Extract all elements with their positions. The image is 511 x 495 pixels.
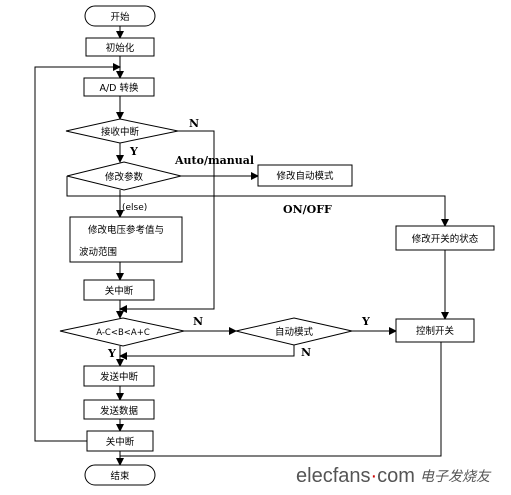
modify-switch-state-shape [395, 225, 495, 251]
close-interrupt-2-shape [86, 430, 154, 452]
send-data-label: 发送数据 [100, 405, 139, 417]
control-switch-label: 控制开关 [416, 325, 455, 337]
label-n-auto: N [301, 346, 311, 359]
label-y-auto: Y [361, 315, 370, 328]
watermark-logo: elecfans·com 电子发烧友 [296, 465, 492, 487]
edge-loop-back [34, 63, 121, 442]
init-label: 初始化 [106, 42, 135, 54]
node-send-data: 发送数据 [83, 399, 155, 420]
auto-mode-shape [235, 317, 353, 346]
label-y-recv: Y [129, 145, 138, 158]
compare-shape [59, 317, 185, 347]
modify-params-shape [66, 161, 182, 191]
label-auto-manual: Auto/manual [174, 154, 254, 167]
modify-auto-mode-shape [257, 164, 353, 187]
send-data-shape [83, 399, 155, 420]
recv-interrupt-shape [65, 118, 179, 144]
node-modify-switch-state: 修改开关的状态 [395, 225, 495, 251]
node-close-interrupt-1: 关中断 [83, 279, 155, 301]
modify-params-label: 修改参数 [105, 171, 144, 183]
label-n-recv: N [189, 117, 199, 130]
send-interrupt-shape [83, 365, 155, 387]
modify-voltage-shape [69, 216, 183, 263]
auto-mode-label: 自动模式 [275, 326, 314, 338]
node-compare: A-C<B<A+C [59, 317, 185, 347]
node-start: 开始 [84, 5, 156, 27]
node-control-switch: 控制开关 [395, 318, 475, 343]
label-on-off: ON/OFF [283, 203, 332, 216]
node-auto-mode: 自动模式 [235, 317, 353, 346]
edge-auto-no [119, 345, 295, 360]
node-init: 初始化 [85, 37, 155, 57]
modify-voltage-label-2: 波动范围 [79, 246, 117, 258]
end-shape [84, 464, 156, 486]
label-y-compare: Y [107, 347, 116, 360]
node-modify-params: 修改参数 [66, 161, 182, 191]
edge-control-end [120, 342, 442, 457]
connectors [34, 26, 449, 466]
modify-voltage-label-1: 修改电压参考值与 [88, 224, 164, 236]
adc-shape [83, 77, 155, 97]
node-send-interrupt: 发送中断 [83, 365, 155, 387]
watermark-text: elecfans·com [296, 465, 415, 487]
label-n-compare: N [193, 315, 203, 328]
init-shape [85, 37, 155, 57]
start-label: 开始 [110, 11, 130, 23]
node-recv-interrupt: 接收中断 [65, 118, 179, 144]
adc-label: A/D 转换 [99, 82, 139, 94]
close-interrupt-1-shape [83, 279, 155, 301]
close-interrupt-2-label: 关中断 [106, 436, 135, 448]
watermark-cn: 电子发烧友 [420, 469, 492, 485]
node-modify-voltage: 修改电压参考值与 波动范围 [69, 216, 183, 263]
start-shape [84, 5, 156, 27]
close-interrupt-1-label: 关中断 [105, 285, 134, 297]
send-interrupt-label: 发送中断 [100, 371, 139, 383]
edge-params-onoff [66, 176, 449, 227]
node-close-interrupt-2: 关中断 [86, 430, 154, 452]
edge-recv-no [119, 130, 215, 313]
modify-switch-state-label: 修改开关的状态 [412, 233, 479, 245]
compare-label: A-C<B<A+C [96, 328, 150, 338]
recv-interrupt-label: 接收中断 [101, 126, 140, 138]
node-adc: A/D 转换 [83, 77, 155, 97]
control-switch-shape [395, 318, 475, 343]
modify-auto-mode-label: 修改自动模式 [276, 170, 334, 182]
node-modify-auto-mode: 修改自动模式 [257, 164, 353, 187]
end-label: 结束 [110, 470, 130, 482]
node-end: 结束 [84, 464, 156, 486]
label-else: (else) [122, 203, 147, 213]
